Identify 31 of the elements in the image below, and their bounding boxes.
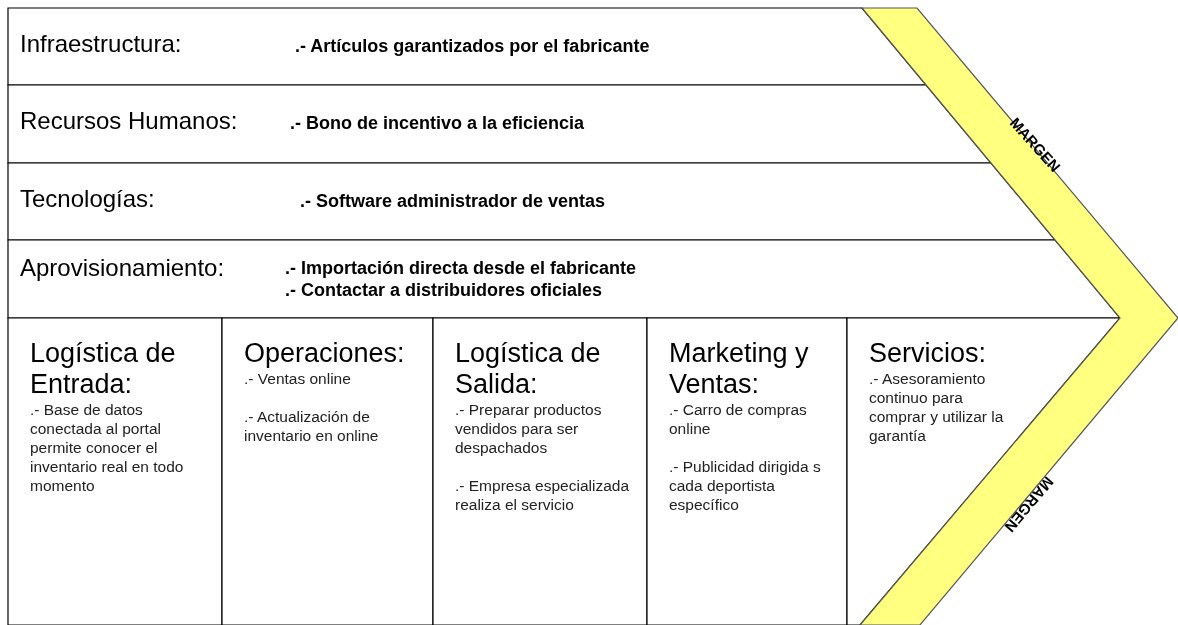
- activity-heading: Servicios:: [869, 338, 988, 369]
- support-activity-row: [8, 85, 991, 163]
- activity-note: .- Asesoramiento continuo para comprar y utilizar la garantía: [869, 369, 1005, 445]
- activity-heading: Recursos Humanos:: [20, 107, 238, 135]
- activity-heading: Infraestructura:: [20, 30, 182, 58]
- support-activity-row: [8, 8, 927, 85]
- activity-heading: Logística de Entrada:: [30, 338, 177, 400]
- primary-activity-column: [847, 318, 1120, 625]
- activity-note: .- Ventas online: [244, 369, 351, 388]
- activity-note: .- Base de datos conectada al portal permite conocer el inventario real en todo momento: [30, 400, 185, 495]
- activity-note: .- Publicidad dirigida s cada deportista específico: [669, 457, 822, 514]
- activity-note: .- Bono de incentivo a la eficiencia: [290, 113, 585, 134]
- activity-note: .- Actualización de inventario en online: [244, 407, 380, 445]
- primary-activity-column: [222, 318, 433, 625]
- margin-chevron: [860, 8, 1178, 625]
- activity-heading: Logística de Salida:: [455, 338, 602, 400]
- primary-activity-column: [8, 318, 222, 625]
- primary-activity-column: [647, 318, 847, 625]
- activity-heading: Operaciones:: [244, 338, 406, 369]
- activity-note: .- Empresa especializada realiza el servicio: [455, 476, 631, 514]
- activity-heading: Marketing y Ventas:: [669, 338, 810, 400]
- support-activity-row: [8, 240, 1120, 318]
- activity-note: .- Importación directa desde el fabricante: [285, 258, 637, 279]
- activity-heading: Aprovisionamiento:: [20, 254, 225, 282]
- primary-activity-column: [433, 318, 647, 625]
- activity-note: .- Software administrador de ventas: [300, 191, 606, 212]
- activity-note: .- Preparar productos vendidos para ser despachados: [455, 400, 603, 457]
- activity-note: .- Contactar a distribuidores oficiales: [285, 280, 603, 301]
- activity-note: .- Carro de compras online: [669, 400, 808, 438]
- activity-note: .- Artículos garantizados por el fabricante: [295, 36, 650, 57]
- activity-heading: Tecnologías:: [20, 185, 155, 213]
